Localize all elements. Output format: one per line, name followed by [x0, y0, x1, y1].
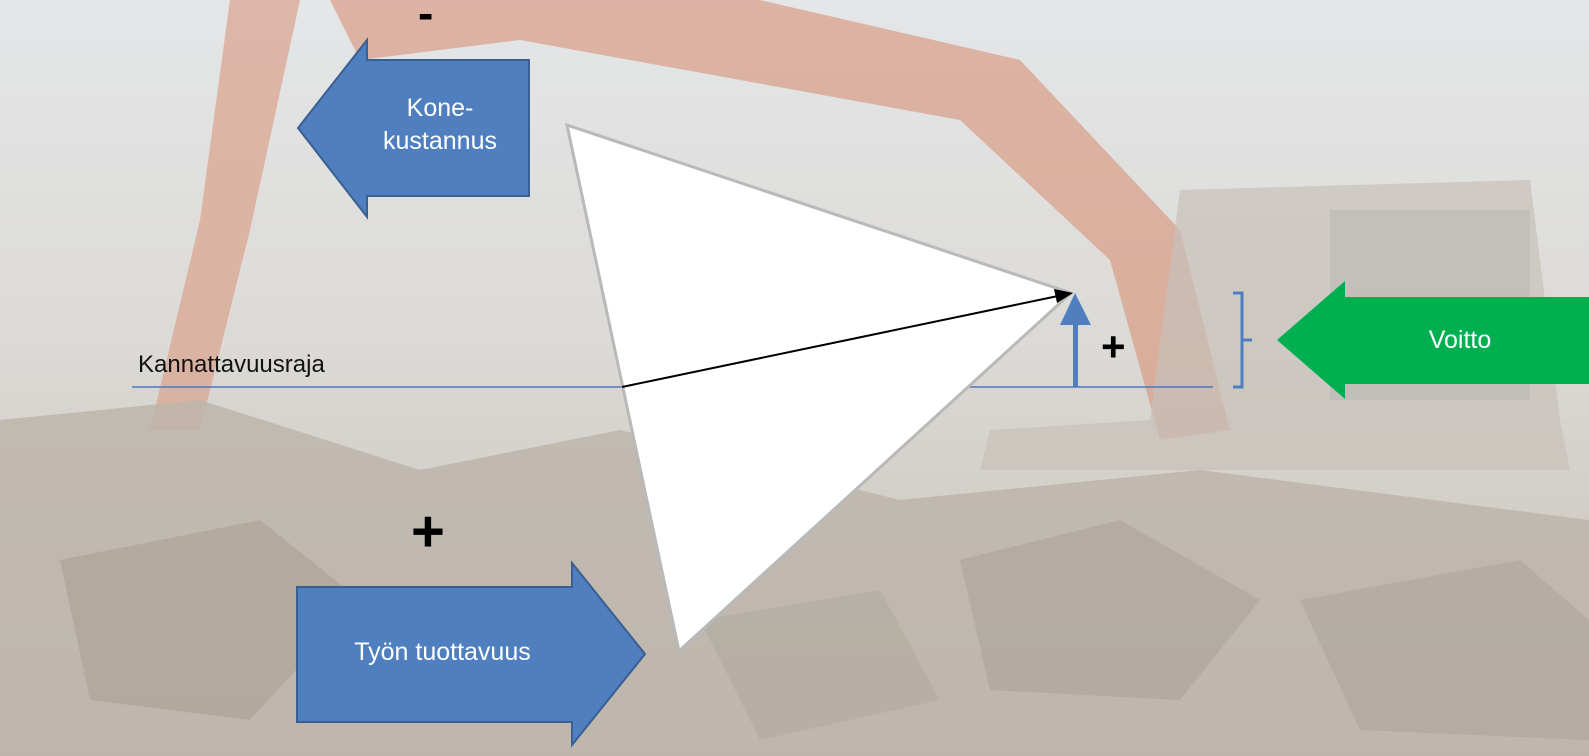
- work-productivity-label: Työn tuottavuus: [354, 638, 531, 666]
- minus-sign: -: [418, 0, 434, 39]
- profit-vector-arrow: [621, 289, 1073, 388]
- plus-sign-profit: +: [1101, 323, 1126, 370]
- work-productivity-arrow: [296, 560, 647, 748]
- profit-up-arrow: [1060, 293, 1091, 387]
- break-even-label: Kannattavuusraja: [138, 351, 325, 378]
- plus-sign-productivity: +: [411, 499, 445, 564]
- productivity-triangle: [564, 122, 1074, 654]
- profit-label: Voitto: [1428, 326, 1492, 354]
- profit-arrow: [1277, 281, 1589, 399]
- machine-cost-label: Kone- kustannus: [383, 94, 497, 155]
- machine-cost-arrow: [296, 37, 530, 220]
- profit-bracket: [1233, 291, 1252, 389]
